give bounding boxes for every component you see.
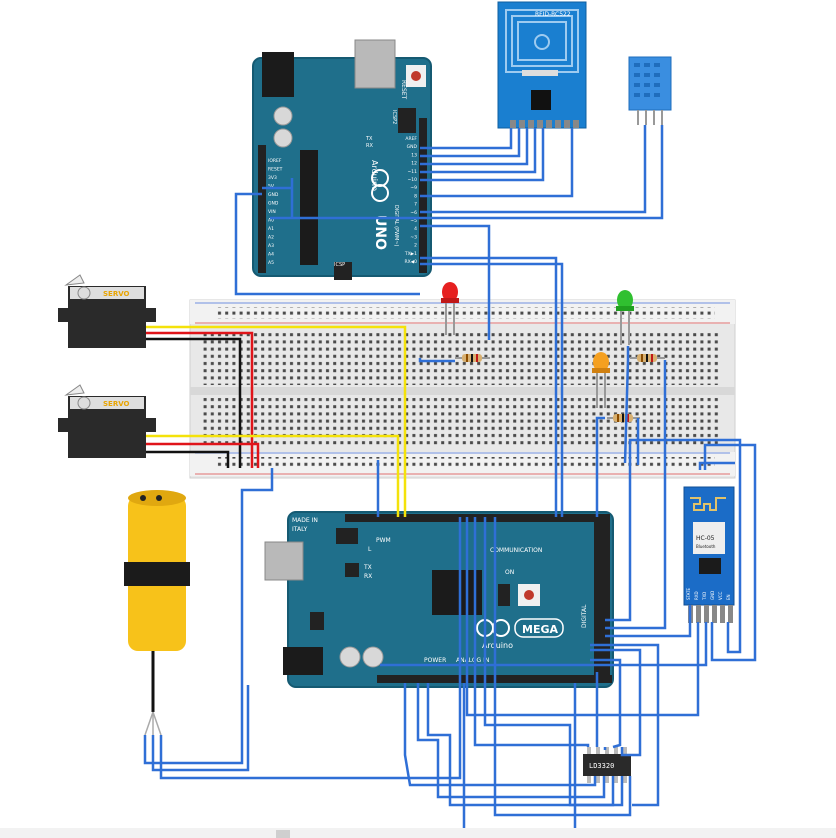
- uno-right-pin-labels: AREF GND 13 12 ~11 ~10 ~9 8 7 ~6 ~5 4 ~3 2TX▶1RX◀0: [404, 136, 418, 265]
- usb-port: [354, 39, 396, 89]
- rfid-label: RFID-RC522: [535, 11, 571, 18]
- yellow-cylindrical-sensor: [124, 490, 190, 736]
- dht-sensor: [628, 56, 672, 125]
- hc05-pin-label-4: VCC: [718, 591, 723, 600]
- servo-2-label: SERVO: [103, 400, 130, 408]
- bottom-bar: [0, 828, 836, 838]
- uno-tx-label: TX: [365, 136, 373, 142]
- orange-led: [592, 352, 610, 408]
- servo-motor-1: SERVO: [58, 274, 156, 348]
- mega-on-label: ON: [505, 569, 514, 576]
- uno-left-pin-label-8: A1: [268, 226, 274, 232]
- arduino-mega: MADE IN ITALY PWM COMMUNICATION POWER AN…: [264, 511, 614, 688]
- resistor-3: [607, 414, 640, 422]
- resistor-1: [455, 354, 490, 362]
- hc05-pin-label-0: STATE: [686, 587, 691, 600]
- uno-right-pin-label-5: ~10: [408, 177, 418, 183]
- mega-chip: [432, 570, 482, 615]
- mega-power-jack: [283, 647, 323, 675]
- rfid-chip: [531, 90, 551, 110]
- servo-1-label: SERVO: [103, 290, 130, 298]
- arduino-uno: RESET ICSP2 ICSP TX RX Arduino UNO DIGIT…: [252, 39, 432, 280]
- ic-label: LD3320: [589, 762, 614, 770]
- uno-left-pin-label-4: GND: [268, 192, 279, 198]
- italy-label: ITALY: [292, 526, 308, 533]
- icsp-label: ICSP: [334, 262, 345, 268]
- data-wires: [143, 125, 757, 832]
- uno-left-pin-label-12: A5: [268, 260, 274, 266]
- hc05-label: HC-05: [696, 535, 715, 542]
- uno-right-pin-label-6: ~9: [410, 185, 417, 191]
- made-in-label: MADE IN: [292, 517, 318, 524]
- hc05-pin-label-2: TXD: [702, 592, 707, 601]
- icsp2-label: ICSP2: [391, 110, 397, 124]
- atmega-chip: [300, 150, 318, 265]
- uno-rx-label: RX: [366, 143, 373, 149]
- uno-right-pin-label-9: ~6: [410, 210, 417, 216]
- power-jack: [262, 52, 294, 97]
- analog-in-label: ANALOG IN: [456, 657, 489, 664]
- uno-right-pin-label-8: 7: [414, 202, 417, 208]
- mega-digital-label: DIGITAL: [581, 604, 588, 628]
- uno-right-pin-label-0: AREF: [405, 136, 417, 142]
- mega-tx-label: TX: [363, 564, 372, 571]
- reset-label: RESET: [400, 80, 407, 100]
- green-led: [616, 290, 634, 345]
- resistor-2: [630, 354, 665, 362]
- rfid-rc522-module: RFID-RC522: [497, 1, 587, 129]
- reset-button[interactable]: [411, 71, 421, 81]
- hc05-pin-label-1: RXD: [694, 591, 699, 600]
- uno-left-pin-label-3: 5V: [268, 184, 275, 190]
- uno-left-pin-label-5: GND: [268, 201, 279, 207]
- servo-motor-2: SERVO: [58, 384, 156, 458]
- mega-brand: Arduino: [482, 641, 513, 650]
- uno-right-pin-label-10: ~5: [410, 218, 417, 224]
- scroll-handle[interactable]: [276, 830, 290, 838]
- mega-l-label: L: [368, 546, 372, 553]
- uno-left-pin-label-7: A0: [268, 218, 274, 224]
- ld3320-ic: LD3320: [583, 747, 631, 783]
- uno-left-pin-label-0: IOREF: [268, 158, 282, 164]
- mega-reset-button[interactable]: [524, 590, 534, 600]
- hc05-pin-label-5: EN: [726, 594, 731, 600]
- uno-left-pin-label-10: A3: [268, 243, 274, 249]
- pwm-label: PWM: [376, 537, 391, 544]
- uno-right-pin-label-11: 4: [414, 226, 417, 232]
- mega-rx-label: RX: [364, 573, 372, 580]
- uno-right-pin-label-1: GND: [407, 144, 418, 150]
- uno-left-pin-label-11: A4: [268, 252, 274, 258]
- uno-logo: UNO: [372, 215, 388, 250]
- uno-right-pin-label-2: 13: [411, 152, 417, 158]
- mega-logo: MEGA: [522, 623, 558, 636]
- communication-label: COMMUNICATION: [490, 547, 542, 554]
- mega-usb-port: [264, 541, 304, 581]
- hc05-sub-label: Bluetooth: [696, 544, 716, 549]
- power-label: POWER: [424, 657, 446, 664]
- hc05-pin-label-3: GND: [710, 591, 715, 600]
- uno-right-pin-label-4: ~11: [408, 169, 418, 175]
- servo-wires: [146, 325, 407, 517]
- uno-right-pin-label-13: 2: [414, 243, 417, 249]
- mega-top-header: [345, 514, 610, 522]
- uno-right-pin-label-7: 8: [414, 193, 417, 199]
- uno-right-pin-label-12: ~3: [410, 234, 417, 240]
- uno-left-pin-label-2: 3V3: [268, 175, 277, 181]
- red-led: [441, 282, 459, 335]
- uno-left-pin-label-1: RESET: [268, 167, 283, 173]
- uno-right-pin-label-3: 12: [411, 161, 417, 167]
- uno-right-pin-label-15: RX◀0: [404, 259, 417, 265]
- uno-digital-label: DIGITAL (PWM~): [393, 205, 399, 247]
- uno-left-pin-label-9: A2: [268, 235, 274, 241]
- uno-left-header: [258, 145, 266, 273]
- uno-brand: Arduino: [370, 160, 379, 191]
- uno-left-pin-label-6: VIN: [268, 209, 276, 215]
- uno-right-pin-label-14: TX▶1: [404, 251, 417, 257]
